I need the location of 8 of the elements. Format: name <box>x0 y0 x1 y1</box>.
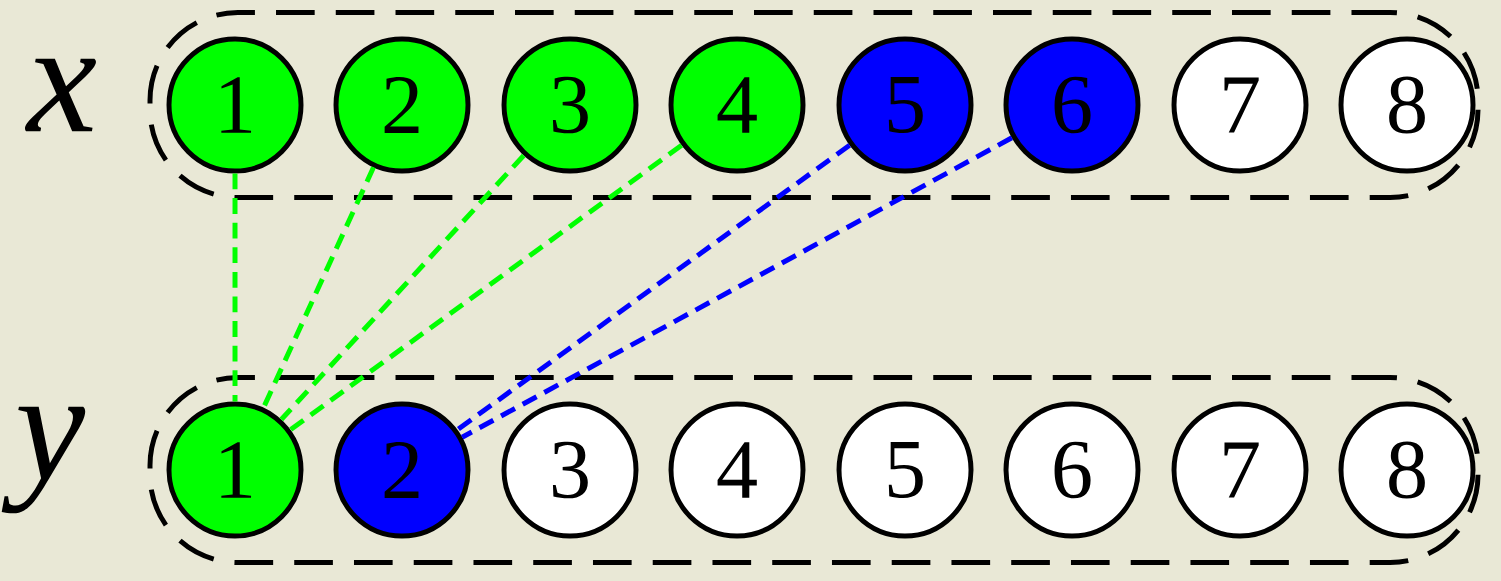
dashed-connector <box>288 143 684 432</box>
dashed-connector <box>460 135 1014 440</box>
dashed-connector <box>261 166 376 409</box>
dashed-connector <box>232 173 238 402</box>
variable-label: x <box>25 58 96 132</box>
dashed-connector <box>455 143 852 432</box>
variable-label: y <box>1 406 86 514</box>
dashed-connector <box>279 153 526 422</box>
